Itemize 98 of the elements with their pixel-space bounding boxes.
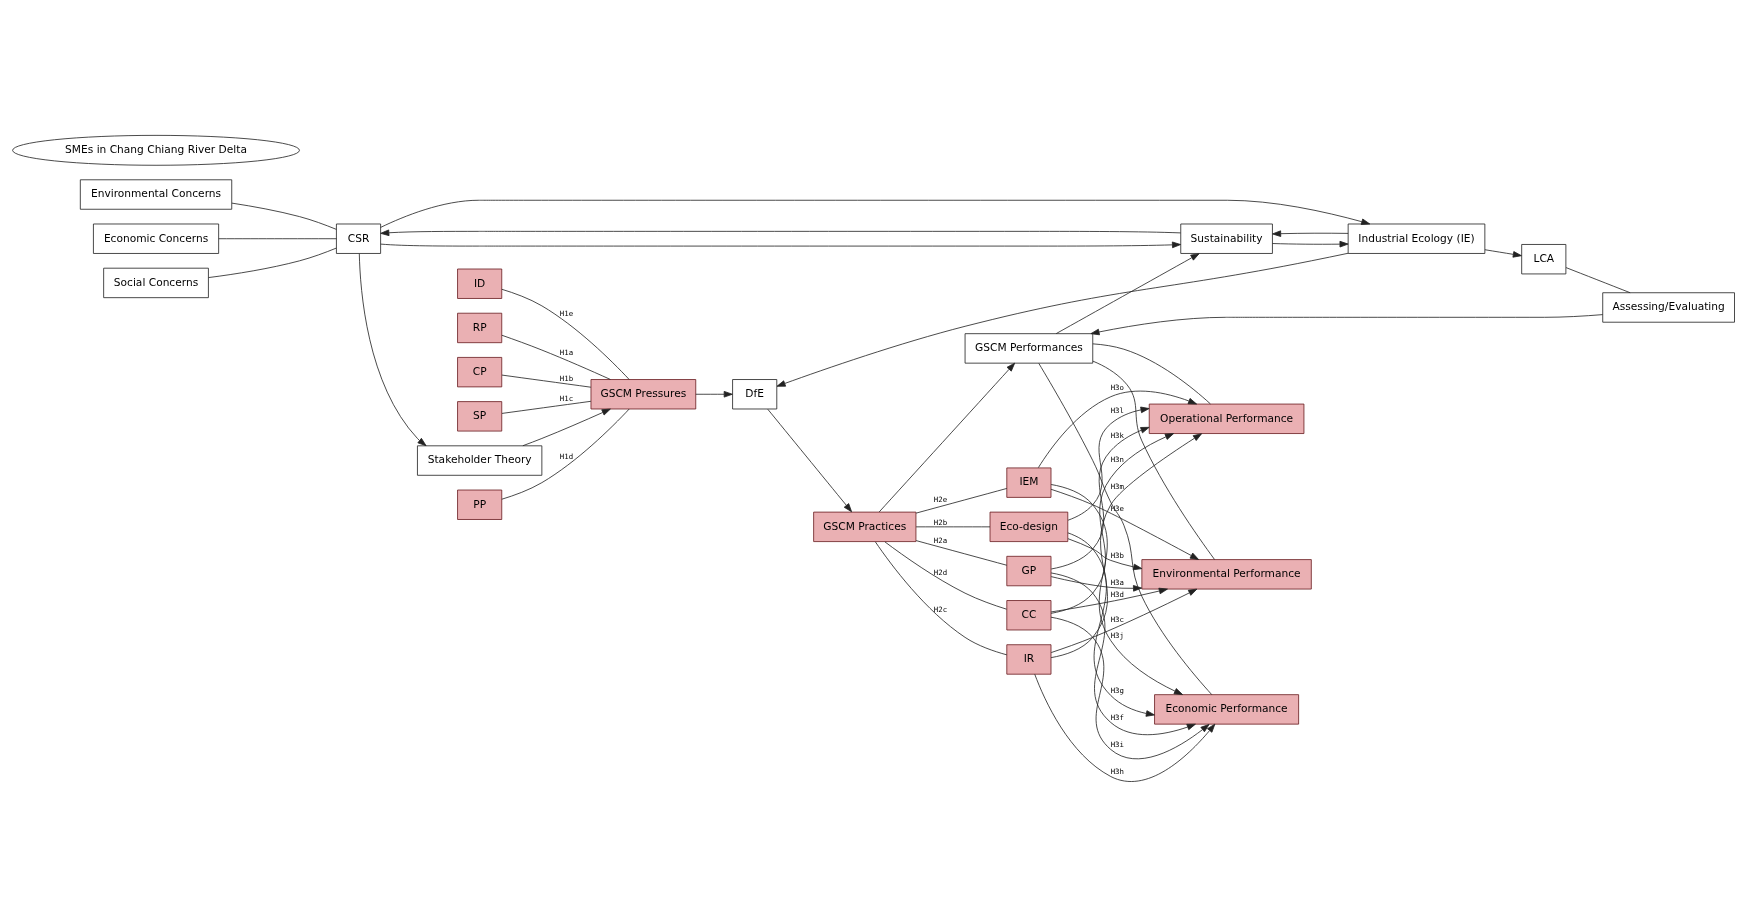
edge-label: H1d — [559, 451, 574, 461]
connector — [1092, 360, 1215, 560]
edge-label: H3b — [1110, 550, 1124, 560]
connector — [501, 334, 611, 380]
node-ellipse: SMEs in Chang Chiang River Delta — [12, 134, 300, 166]
arrow — [767, 408, 853, 512]
edge-label: H3j — [1110, 630, 1124, 640]
node-box: PP — [457, 489, 503, 520]
arrow — [878, 362, 1016, 512]
node-box: GP — [1006, 555, 1052, 586]
edge-label: H2d — [933, 567, 948, 576]
arrow — [1050, 588, 1198, 653]
node-box: IR — [1006, 643, 1052, 675]
node-box: CP — [457, 356, 503, 387]
edge-label: H3m — [1110, 481, 1124, 491]
connector — [884, 540, 1007, 610]
node-box: GSCM Performances — [964, 332, 1094, 364]
arrow — [1037, 390, 1198, 468]
connector — [501, 288, 630, 380]
node-box: Economic Performance — [1154, 693, 1300, 725]
arrow — [1050, 575, 1143, 592]
arrow — [1050, 432, 1202, 658]
node-box: DfE — [732, 378, 778, 409]
edge-label: H3i — [1110, 739, 1124, 749]
arrow — [695, 390, 733, 398]
arrow — [1090, 313, 1604, 335]
edge-label: H3h — [1110, 766, 1124, 776]
connector — [208, 247, 337, 278]
edge-label: H1b — [559, 373, 574, 382]
connector — [875, 541, 1008, 655]
arrow — [1050, 616, 1210, 759]
edge-label: H3k — [1110, 430, 1124, 440]
node-box: Eco-design — [989, 511, 1069, 542]
arrow — [1484, 248, 1522, 258]
arrow — [1067, 531, 1155, 717]
arrow — [1050, 483, 1183, 695]
connector — [915, 539, 1008, 566]
node-box: GSCM Practices — [813, 511, 917, 542]
connector — [501, 400, 592, 414]
node-box: CSR — [336, 223, 382, 254]
node-box: Assessing/Evaluating — [1602, 291, 1735, 323]
node-box: Environmental Concerns — [79, 178, 233, 210]
connector — [1565, 266, 1631, 293]
edge-label: H3a — [1110, 577, 1124, 587]
arrow — [1272, 240, 1349, 247]
edge-label: H2c — [933, 604, 948, 614]
node-box: Economic Concerns — [93, 223, 220, 254]
arrow — [1067, 406, 1150, 521]
connector — [501, 374, 592, 388]
node-box: Environmental Performance — [1141, 558, 1312, 589]
edge-label: H3g — [1110, 685, 1124, 695]
edge-label: H1c — [559, 393, 574, 403]
edge-label: H3f — [1110, 712, 1124, 722]
node-box: LCA — [1521, 243, 1567, 274]
connector — [501, 408, 630, 500]
edge-label: H1a — [559, 347, 574, 357]
edge-label: H3e — [1110, 503, 1124, 513]
connector — [915, 487, 1008, 513]
arrow — [522, 408, 611, 446]
node-box: ID — [457, 268, 503, 299]
arrow — [1272, 229, 1349, 237]
arrow — [776, 252, 1349, 387]
edge-label: H2b — [933, 517, 948, 527]
node-box: GSCM Pressures — [590, 378, 697, 409]
node-box: Social Concerns — [103, 267, 209, 298]
node-box: IEM — [1006, 467, 1052, 498]
edge-label: H3o — [1110, 382, 1124, 392]
arrow — [380, 199, 1371, 228]
node-box: CC — [1006, 599, 1052, 630]
connector — [1038, 362, 1213, 695]
connector — [915, 525, 991, 527]
edge-label: H2e — [933, 494, 948, 504]
edge-label: H3c — [1110, 614, 1124, 624]
arrow — [1055, 252, 1200, 334]
edge-label: H2a — [933, 535, 948, 545]
connector — [1092, 342, 1211, 404]
edge-label: H1e — [559, 308, 574, 318]
node-box: Industrial Ecology (IE) — [1347, 223, 1486, 254]
arrow — [1050, 488, 1199, 560]
arrow — [1067, 537, 1143, 570]
node-box: SP — [457, 400, 503, 431]
connector — [218, 237, 337, 239]
arrow — [380, 229, 1182, 236]
arrow — [1034, 673, 1216, 782]
arrow — [1050, 432, 1174, 614]
edge-label: H3n — [1110, 454, 1124, 464]
arrow — [358, 252, 427, 446]
edge-label: H3d — [1110, 589, 1124, 599]
node-box: RP — [457, 312, 503, 343]
arrow — [1050, 426, 1150, 569]
node-box: Operational Performance — [1148, 403, 1305, 434]
arrow — [1050, 587, 1168, 612]
node-box: Stakeholder Theory — [417, 444, 543, 476]
edge-label: H3l — [1110, 405, 1124, 415]
node-box: Sustainability — [1180, 223, 1273, 254]
arrow — [380, 241, 1182, 248]
arrow — [1050, 572, 1196, 735]
connector — [231, 202, 337, 230]
